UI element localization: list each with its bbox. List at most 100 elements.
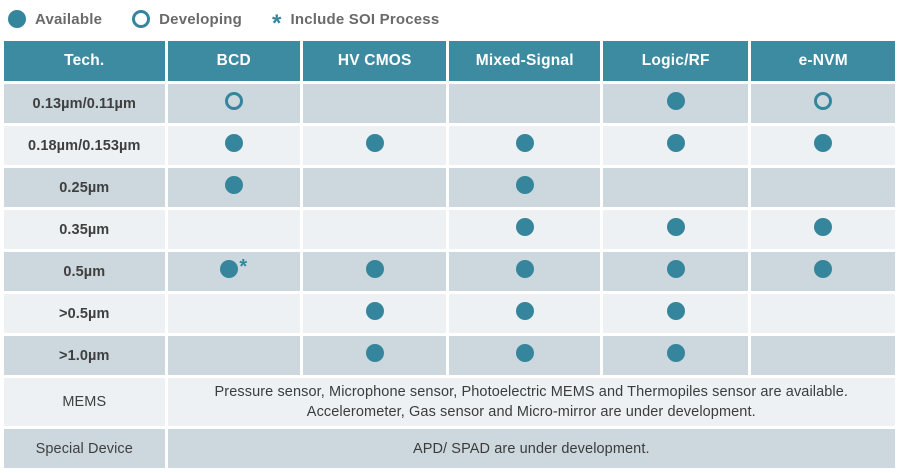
matrix-cell-available — [602, 336, 749, 375]
tech-label: 0.18µm/0.153µm — [4, 126, 165, 165]
matrix-cell-available — [303, 126, 447, 165]
cell-mark — [515, 218, 534, 236]
tech-label: 0.25µm — [4, 168, 165, 207]
available-dot-icon — [515, 134, 534, 152]
matrix-cell-developing — [751, 84, 895, 123]
matrix-cell-available — [449, 294, 600, 333]
matrix-cell-available — [751, 126, 895, 165]
matrix-cell-available — [167, 126, 300, 165]
matrix-cell-empty — [751, 294, 895, 333]
matrix-cell-available-soi: * — [167, 252, 300, 291]
matrix-cell-available — [602, 210, 749, 249]
matrix-cell-available — [602, 252, 749, 291]
cell-mark — [666, 260, 685, 278]
matrix-cell-empty — [602, 168, 749, 207]
column-header-hv-cmos: HV CMOS — [303, 41, 447, 81]
matrix-cell-available — [449, 168, 600, 207]
cell-mark — [365, 344, 384, 362]
available-dot-icon — [224, 134, 243, 152]
available-dot-icon — [666, 218, 685, 236]
available-dot-icon — [365, 260, 384, 278]
matrix-cell-available — [751, 252, 895, 291]
matrix-cell-available — [751, 210, 895, 249]
matrix-cell-available — [303, 252, 447, 291]
cell-mark — [224, 92, 243, 110]
developing-ring-icon — [224, 92, 243, 110]
legend-developing-label: Developing — [159, 10, 242, 28]
cell-mark — [365, 134, 384, 152]
matrix-cell-available — [449, 126, 600, 165]
table-row-0-5-m: >0.5µm — [4, 294, 895, 333]
matrix-cell-empty — [303, 210, 447, 249]
available-dot-icon — [515, 260, 534, 278]
table-row-1-0-m: >1.0µm — [4, 336, 895, 375]
cell-mark — [515, 302, 534, 320]
description-cell: APD/ SPAD are under development. — [167, 429, 895, 468]
available-dot-icon — [814, 260, 833, 278]
matrix-cell-developing — [167, 84, 300, 123]
cell-mark — [814, 260, 833, 278]
available-dot-icon — [220, 260, 239, 278]
developing-ring-icon — [132, 10, 151, 28]
description-line: Accelerometer, Gas sensor and Micro-mirr… — [306, 404, 756, 420]
matrix-cell-empty — [303, 84, 447, 123]
cell-mark — [666, 344, 685, 362]
column-header-mixed-signal: Mixed-Signal — [449, 41, 600, 81]
matrix-cell-empty — [167, 294, 300, 333]
available-dot-icon — [814, 134, 833, 152]
table-row-0-13-m-0-11-m: 0.13µm/0.11µm — [4, 84, 895, 123]
cell-mark — [814, 134, 833, 152]
cell-mark — [224, 134, 243, 152]
tech-label: MEMS — [4, 378, 165, 426]
cell-mark — [814, 92, 833, 110]
matrix-cell-empty — [449, 84, 600, 123]
tech-label: Special Device — [4, 429, 165, 468]
available-dot-icon — [515, 344, 534, 362]
available-dot-icon — [666, 344, 685, 362]
legend: Available Developing * Include SOI Proce… — [0, 0, 900, 38]
table-row-0-18-m-0-153-m: 0.18µm/0.153µm — [4, 126, 895, 165]
available-dot-icon — [515, 176, 534, 194]
cell-mark — [666, 302, 685, 320]
matrix-cell-available — [449, 252, 600, 291]
description-line: Pressure sensor, Microphone sensor, Phot… — [214, 384, 849, 400]
available-dot-icon — [814, 218, 833, 236]
legend-item-developing: Developing — [132, 10, 242, 28]
cell-mark — [515, 344, 534, 362]
matrix-cell-available — [167, 168, 300, 207]
available-dot-icon — [365, 302, 384, 320]
cell-mark — [515, 260, 534, 278]
available-dot-icon — [224, 176, 243, 194]
table-row-0-25-m: 0.25µm — [4, 168, 895, 207]
tech-label: >1.0µm — [4, 336, 165, 375]
available-dot-icon — [666, 92, 685, 110]
available-dot-icon — [8, 10, 26, 28]
matrix-cell-available — [602, 84, 749, 123]
matrix-cell-available — [449, 336, 600, 375]
cell-mark — [365, 302, 384, 320]
legend-soi-label: Include SOI Process — [290, 10, 440, 28]
matrix-cell-available — [303, 294, 447, 333]
cell-mark — [666, 92, 685, 110]
matrix-cell-available — [303, 336, 447, 375]
tech-label: >0.5µm — [4, 294, 165, 333]
matrix-cell-empty — [167, 210, 300, 249]
column-header-e-nvm: e-NVM — [751, 41, 895, 81]
matrix-cell-empty — [303, 168, 447, 207]
column-header-logic-rf: Logic/RF — [602, 41, 749, 81]
available-dot-icon — [666, 260, 685, 278]
table-row-0-5-m: 0.5µm* — [4, 252, 895, 291]
cell-mark — [515, 134, 534, 152]
column-header-tech: Tech. — [4, 41, 165, 81]
cell-mark — [666, 134, 685, 152]
matrix-cell-available — [449, 210, 600, 249]
matrix-cell-available — [602, 126, 749, 165]
table-row-0-35-m: 0.35µm — [4, 210, 895, 249]
tech-label: 0.13µm/0.11µm — [4, 84, 165, 123]
cell-mark — [365, 260, 384, 278]
cell-mark: * — [220, 257, 247, 278]
